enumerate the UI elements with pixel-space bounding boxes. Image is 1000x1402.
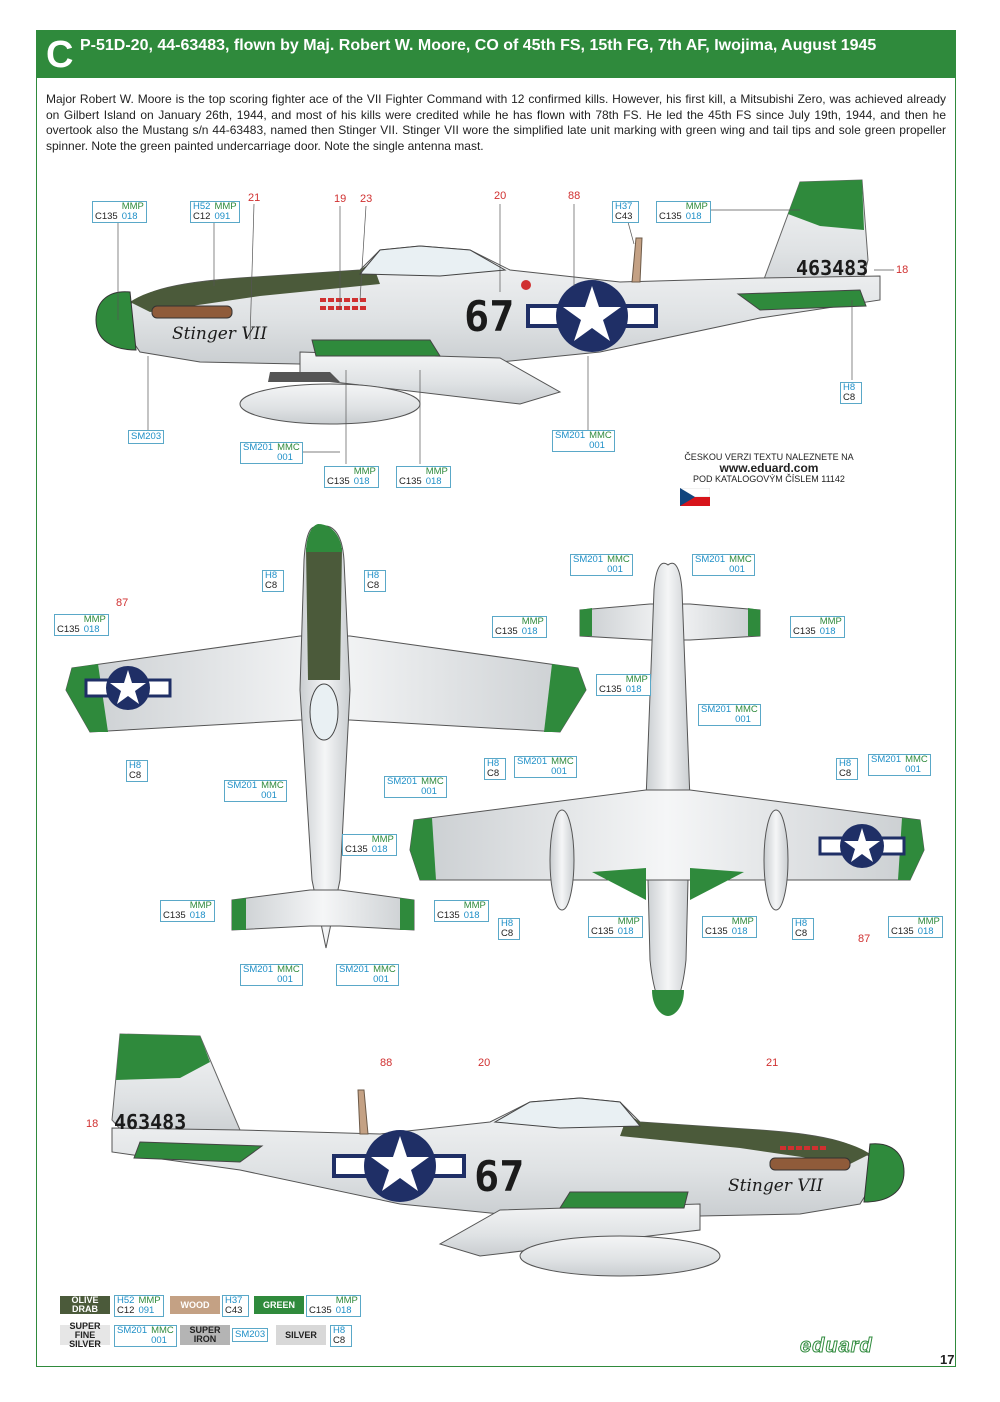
legend-swatch-olive-drab: OLIVE DRAB [60, 1296, 110, 1314]
left-profile-view [95, 179, 881, 425]
czech-flag-icon [680, 488, 710, 506]
callout-21: 21 [248, 192, 261, 204]
callout-20: 20 [494, 190, 507, 202]
profile-title: P-51D-20, 44-63483, flown by Maj. Robert… [80, 37, 877, 54]
paint-code-h8-c8: H8 C8 [836, 758, 859, 780]
legend-swatch-super-fine-silver: SUPER FINE SILVER [60, 1321, 110, 1348]
profile-description: Major Robert W. Moore is the top scoring… [46, 92, 946, 153]
callout-88: 88 [380, 1057, 393, 1069]
bottom-view [409, 562, 925, 1016]
paint-code-h8-c8: H8 C8 [484, 758, 507, 780]
legend-codes-wood: H37 C43 [222, 1295, 250, 1317]
fuselage-code-left: 67 [464, 292, 515, 341]
eduard-website-link[interactable]: www.eduard.com [719, 461, 819, 475]
eduard-logo: eduard [800, 1335, 873, 1358]
tail-serial-right: 463483 [114, 1110, 187, 1134]
paint-code-h8-c8: H8 C8 [840, 382, 863, 404]
callout-18: 18 [896, 264, 909, 276]
paint-code-h8-c8: H8 C8 [498, 918, 521, 940]
legend-swatch-silver: SILVER [276, 1325, 326, 1345]
profile-header: C P-51D-20, 44-63483, flown by Maj. Robe… [36, 30, 956, 78]
callout-23: 23 [360, 193, 373, 205]
tail-serial-left: 463483 [796, 256, 869, 280]
callout-87: 87 [116, 597, 129, 609]
nose-art-left: Stinger VII [172, 324, 268, 344]
czech-note-line1: ČESKOU VERZI TEXTU NALEZNETE NA [684, 452, 854, 462]
legend-swatch-wood: WOOD [170, 1296, 220, 1314]
czech-note-line2: POD KATALOGOVÝM ČÍSLEM 11142 [693, 474, 845, 484]
paint-code-h37-c43: H37 C43 [612, 201, 640, 223]
paint-code-h8-c8: H8 C8 [364, 570, 387, 592]
callout-18: 18 [86, 1118, 99, 1130]
legend-swatch-green: GREEN [254, 1296, 304, 1314]
callout-21: 21 [766, 1057, 779, 1069]
paint-code-h8-c8: H8 C8 [262, 570, 285, 592]
top-view [65, 524, 587, 949]
page-number: 17 [940, 1352, 955, 1367]
callout-19: 19 [334, 193, 347, 205]
callout-88: 88 [568, 190, 581, 202]
legend-swatch-super-iron: SUPER IRON [180, 1325, 230, 1345]
callout-87: 87 [858, 933, 871, 945]
profile-letter: C [46, 34, 74, 76]
right-profile-view [111, 1033, 905, 1277]
callout-20: 20 [478, 1057, 491, 1069]
fuselage-code-right: 67 [474, 1152, 525, 1201]
czech-version-note: ČESKOU VERZI TEXTU NALEZNETE NA www.edua… [676, 452, 862, 485]
legend-codes-silver: H8 C8 [330, 1325, 353, 1347]
legend-codes-super-iron: SM203 [232, 1328, 269, 1342]
paint-code-h8-c8: H8 C8 [792, 918, 815, 940]
paint-code-h8-c8: H8 C8 [126, 760, 149, 782]
nose-art-right: Stinger VII [728, 1176, 824, 1196]
paint-code-sm203: SM203 [128, 430, 165, 444]
